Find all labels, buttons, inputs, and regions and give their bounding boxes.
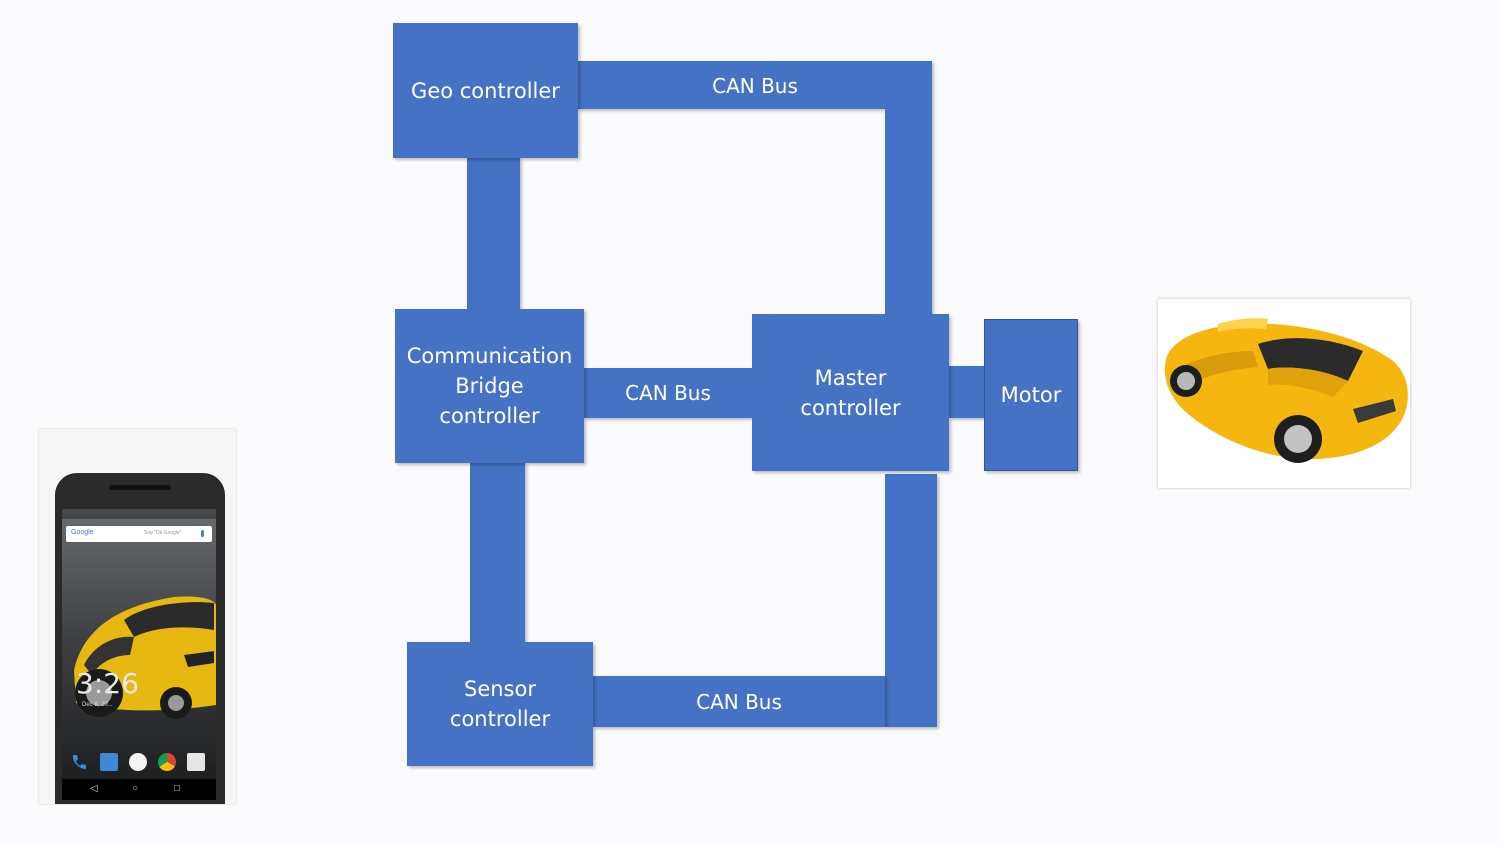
bottom-can-bus-bar [593, 676, 885, 727]
top-can-bus-bar [577, 61, 932, 109]
communication-bridge-controller-box: Communication Bridge controller [395, 309, 584, 463]
phone-image: Google Say "Ok Google" 3:26 Dec 8, 20... [39, 429, 236, 804]
chrome-icon [158, 753, 176, 771]
right-upper-vertical-connector [885, 109, 932, 314]
master-controller-label: Master controller [800, 365, 901, 420]
phone-navigation-bar: ◁ ○ □ [62, 779, 216, 800]
master-controller-box: Master controller [752, 314, 949, 471]
right-lower-vertical-connector [885, 474, 937, 727]
phone-dock [62, 747, 216, 777]
play-store-icon [187, 753, 205, 771]
app-drawer-icon [129, 753, 147, 771]
home-icon: ○ [132, 783, 139, 794]
wallpaper-car-icon [74, 596, 216, 719]
phone-status-bar [62, 509, 216, 519]
phone-date: Dec 8, 20... [82, 702, 113, 708]
sensor-controller-label: Sensor controller [449, 677, 551, 731]
geo-controller-label: Geo controller [411, 78, 560, 103]
middle-can-bus-bar [584, 368, 752, 418]
top-can-bus-label: CAN Bus [712, 74, 798, 98]
phone-speaker [109, 485, 171, 490]
motor-label: Motor [1000, 383, 1062, 407]
yellow-sports-car-icon [1164, 318, 1408, 463]
recents-icon: □ [174, 783, 181, 794]
left-lower-vertical-connector [470, 462, 525, 642]
phone-body: Google Say "Ok Google" 3:26 Dec 8, 20... [55, 473, 225, 804]
master-motor-connector [949, 366, 984, 418]
phone-call-icon [70, 753, 88, 771]
car-image [1158, 299, 1410, 488]
phone-clock: 3:26 [76, 667, 139, 700]
bottom-can-bus-label: CAN Bus [696, 690, 782, 714]
phone-search-bar: Google Say "Ok Google" [66, 526, 212, 542]
middle-can-bus-label: CAN Bus [625, 381, 711, 405]
phone-search-brand: Google [71, 529, 94, 536]
back-icon: ◁ [90, 783, 98, 794]
left-upper-vertical-connector [467, 157, 520, 309]
motor-box: Motor [984, 319, 1078, 471]
phone-screen: Google Say "Ok Google" 3:26 Dec 8, 20... [62, 509, 216, 800]
sensor-controller-box: Sensor controller [407, 642, 593, 766]
microphone-icon [201, 530, 204, 537]
messages-icon [100, 753, 118, 771]
phone-search-hint: Say "Ok Google" [144, 530, 182, 536]
geo-controller-box: Geo controller [393, 23, 578, 158]
communication-bridge-controller-label: Communication Bridge controller [406, 344, 573, 428]
